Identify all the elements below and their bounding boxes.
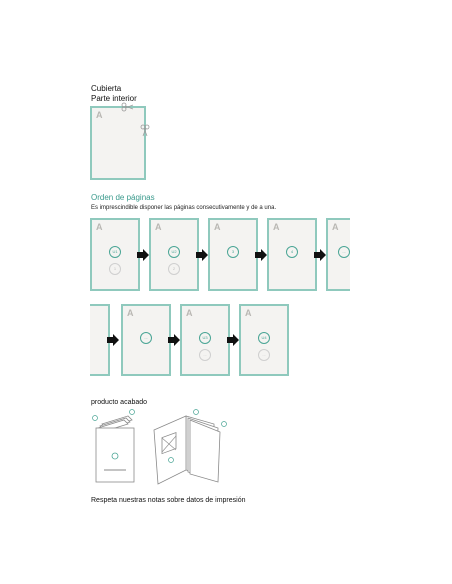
page-letter: A xyxy=(332,222,339,232)
page-number: 4 xyxy=(286,246,298,258)
arrow-right-icon xyxy=(107,334,119,346)
order-page: A ... xyxy=(121,304,171,376)
page-number: ... xyxy=(258,349,270,361)
closed-booklet-icon xyxy=(92,409,135,483)
page-letter: A xyxy=(273,222,280,232)
finished-title: producto acabado xyxy=(91,399,148,406)
arrow-right-icon xyxy=(314,249,326,261)
page-number: ... xyxy=(338,246,350,258)
page-number: 2 xyxy=(168,263,180,275)
page-letter: A xyxy=(245,308,252,318)
inner-title: Parte interior xyxy=(91,94,137,103)
open-booklet-icon xyxy=(153,409,227,485)
page-number: ... xyxy=(140,332,152,344)
cover-page: A xyxy=(90,106,146,180)
page-letter: A xyxy=(96,110,103,120)
order-page: A U3 ... xyxy=(180,304,230,376)
order-page: A U1 1 xyxy=(90,218,140,291)
page-letter: A xyxy=(127,308,134,318)
page-letter: A xyxy=(96,222,103,232)
arrow-right-icon xyxy=(137,249,149,261)
page-letter: A xyxy=(155,222,162,232)
order-page: A 4 xyxy=(267,218,317,291)
page-number: ... xyxy=(199,349,211,361)
arrow-right-icon xyxy=(255,249,267,261)
arrow-right-icon xyxy=(196,249,208,261)
order-page: A U4 ... xyxy=(239,304,289,376)
arrow-right-icon xyxy=(168,334,180,346)
order-page: A 3 xyxy=(208,218,258,291)
scissors-icon xyxy=(140,124,150,137)
page-number: 1 xyxy=(109,263,121,275)
page-letter: A xyxy=(186,308,193,318)
page-number: U4 xyxy=(258,332,270,344)
page-number: 3 xyxy=(227,246,239,258)
page-letter: A xyxy=(214,222,221,232)
order-note: Es imprescindible disponer las páginas c… xyxy=(91,205,277,211)
order-title: Orden de páginas xyxy=(91,193,155,202)
scissors-icon xyxy=(121,102,134,112)
page-number: U2 xyxy=(168,246,180,258)
footer-note: Respeta nuestras notas sobre datos de im… xyxy=(91,497,246,504)
cover-title: Cubierta xyxy=(91,84,122,93)
page-number: U3 xyxy=(199,332,211,344)
page-number: U1 xyxy=(109,246,121,258)
order-page-partial: A ... xyxy=(326,218,350,291)
arrow-right-icon xyxy=(227,334,239,346)
order-page: A U2 2 xyxy=(149,218,199,291)
